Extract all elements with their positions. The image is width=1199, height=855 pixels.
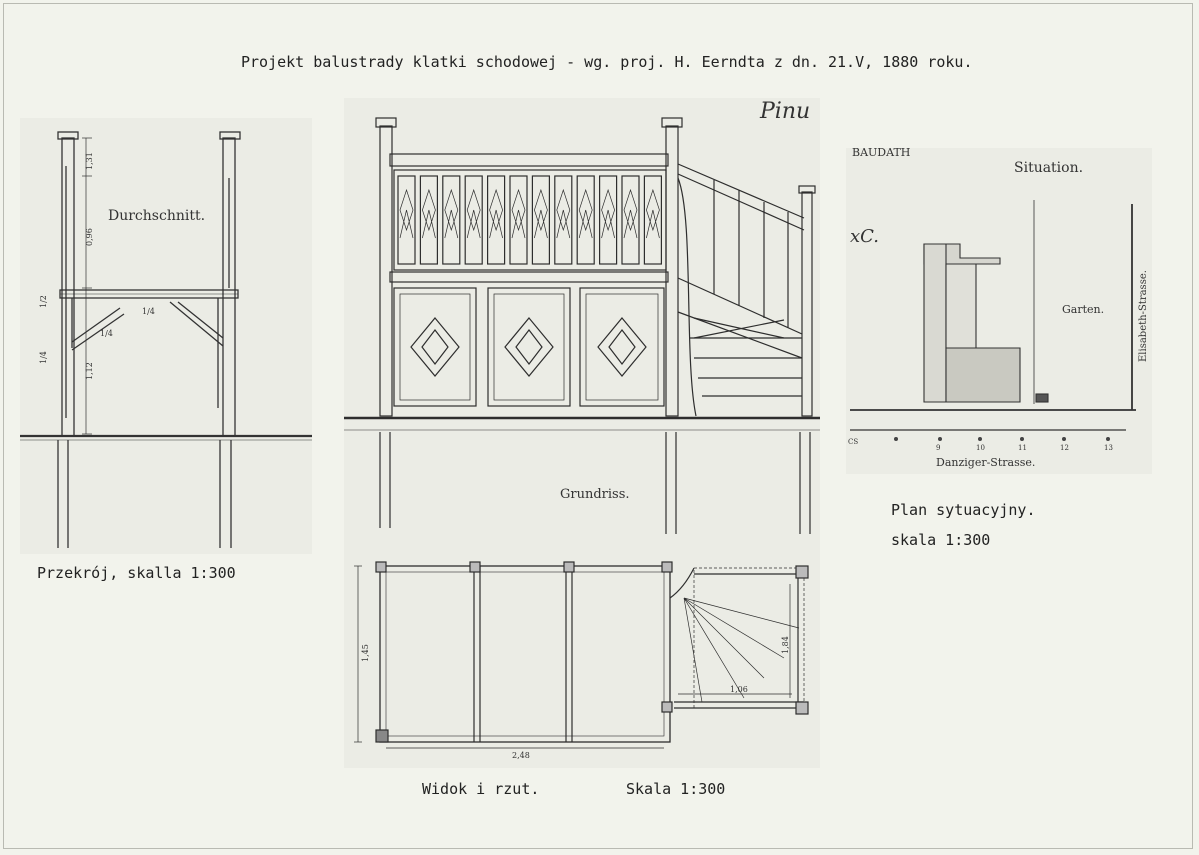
frieze-ornament: [601, 188, 615, 239]
frieze-panel: [397, 175, 416, 265]
frieze-panel: [576, 175, 595, 265]
site-caption-line2: skala 1:300: [891, 531, 991, 549]
section-drawing: Durchschnitt. 1,31 0,96 1/2 1/4 1/4 1,12…: [20, 131, 312, 548]
street-number-2: 9: [936, 444, 940, 452]
plan-dim-2: 2,48: [512, 751, 530, 760]
document-title: Projekt balustrady klatki schodowej - wg…: [241, 53, 973, 71]
section-dim-2: 0,96: [85, 228, 94, 246]
frieze-panel: [599, 175, 618, 265]
frieze-panel: [509, 175, 528, 265]
elevation-annotation: Pinu: [759, 99, 810, 124]
elevation-caption-right: Skala 1:300: [626, 780, 726, 798]
elevation-label: Grundriss.: [560, 487, 630, 502]
section-label: Durchschnitt.: [108, 208, 205, 224]
frieze-ornament: [578, 188, 593, 239]
frieze-ornament: [534, 188, 548, 239]
section-dim-7: 1/4: [39, 351, 48, 364]
frieze-panel: [419, 175, 439, 265]
street-number-3: 10: [976, 444, 985, 452]
section-dim-5: 1/4: [100, 329, 113, 338]
section-dim-3: 1/2: [39, 295, 48, 308]
plan-view: [354, 561, 809, 749]
garden-label: Garten.: [1062, 303, 1104, 316]
section-left-post-cap: [57, 131, 79, 140]
site-plan-drawing: BAUDATH Situation. xC. Garten. Elisabeth…: [848, 146, 1149, 469]
frieze-panel: [442, 175, 461, 265]
elevation-drawing-panel: [344, 98, 820, 768]
frieze-panel: [531, 175, 550, 265]
frieze-panel: [621, 175, 640, 265]
frieze-panels: [397, 175, 662, 265]
site-mark: xC.: [850, 226, 879, 247]
frieze-panel: [464, 175, 483, 265]
frieze-ornament: [399, 188, 414, 239]
middle-newel-post: [665, 125, 679, 417]
elisabeth-street-label: Elisabeth-Strasse.: [1138, 270, 1149, 362]
street-number-1: CS: [848, 438, 858, 446]
section-dim-6: 1,12: [85, 362, 94, 380]
section-caption: Przekrój, skalla 1:300: [37, 564, 236, 582]
top-rail: [389, 153, 669, 167]
frieze-panel: [554, 175, 573, 265]
frieze-ornament: [623, 188, 638, 239]
plan-dim-4: 1,84: [781, 636, 790, 654]
lower-panel-2: [487, 287, 571, 407]
frieze-ornament: [444, 188, 459, 239]
plan-dim-3: 1,06: [730, 685, 748, 694]
street-number-5: 12: [1060, 444, 1069, 452]
frieze-ornament: [422, 188, 436, 239]
elevation-caption-left: Widok i rzut.: [422, 780, 540, 798]
section-dim-1: 1,31: [85, 152, 94, 170]
plan-dim-1: 1,45: [361, 644, 370, 662]
lower-panel-1: [393, 287, 477, 407]
site-title: Situation.: [1014, 160, 1083, 176]
frieze-panel: [487, 175, 506, 265]
frieze-ornament: [466, 188, 481, 239]
section-drawing-panel: [20, 118, 312, 554]
page-border: [3, 3, 1193, 849]
frieze-ornament: [489, 188, 503, 239]
frieze-panel: [643, 175, 662, 265]
frieze-ornament: [511, 188, 526, 239]
street-number-4: 11: [1018, 444, 1027, 452]
site-header: BAUDATH: [852, 146, 910, 159]
danziger-street-label: Danziger-Strasse.: [936, 456, 1035, 469]
lower-panel-3: [579, 287, 665, 407]
upper-frieze: [393, 169, 667, 271]
left-newel-post: [379, 125, 393, 417]
site-caption-line1: Plan sytuacyjny.: [891, 501, 1036, 519]
elevation-drawing: Grundriss. Pinu 1,45 2,48 1,06 1,84: [344, 99, 820, 760]
frieze-ornament: [556, 188, 571, 239]
section-dim-4: 1/4: [142, 307, 155, 316]
frieze-ornament: [646, 188, 660, 239]
section-left-post: [61, 137, 75, 437]
street-number-6: 13: [1104, 444, 1113, 452]
site-plan-panel: [846, 148, 1152, 474]
